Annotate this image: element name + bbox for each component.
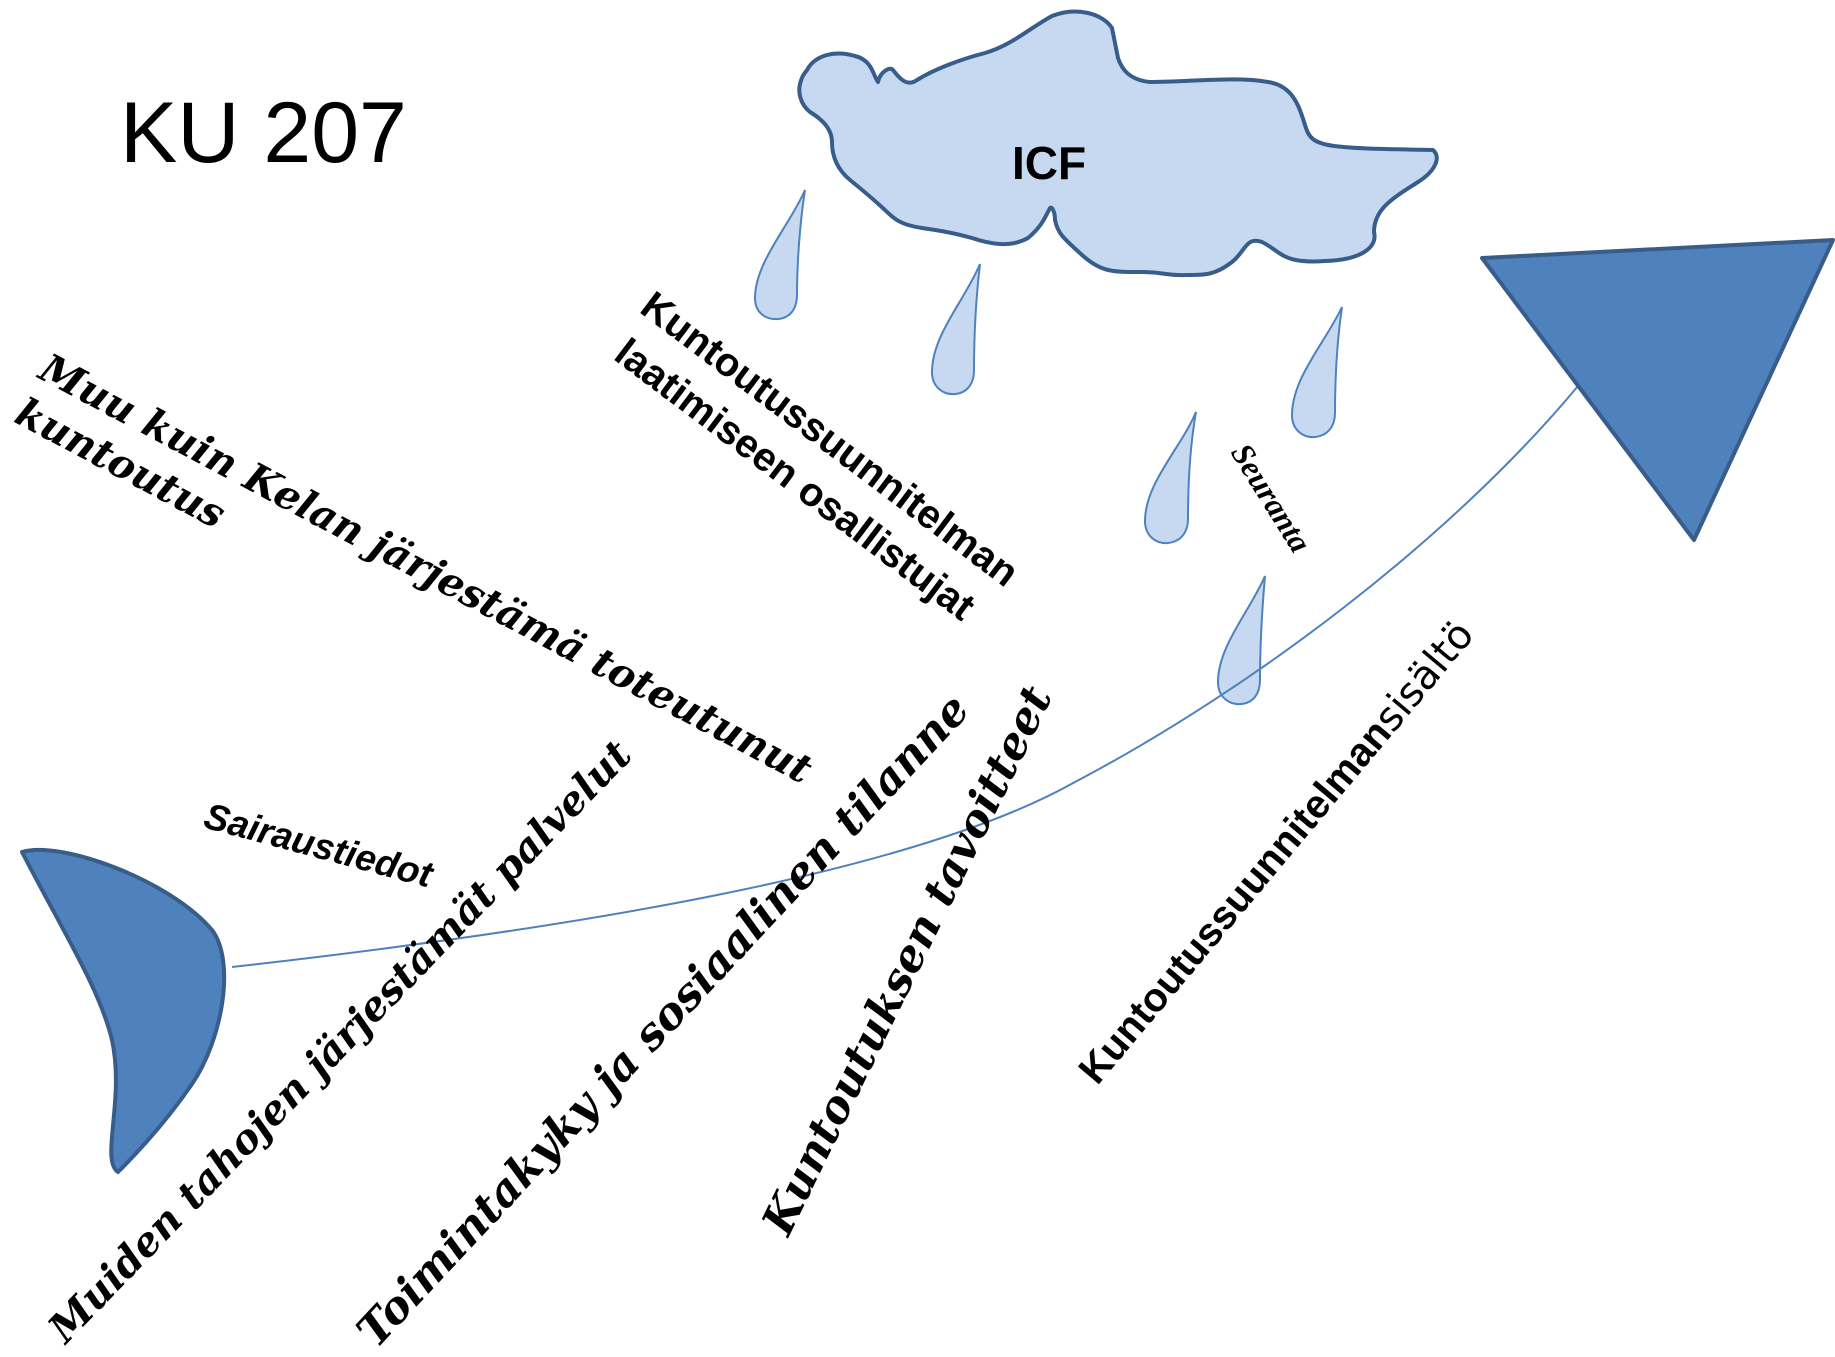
rain-drop [753, 189, 806, 321]
page-title: KU 207 [120, 85, 407, 181]
cloud-label: ICF [1012, 137, 1087, 189]
icf-cloud [797, 9, 1439, 278]
rain-drop [1290, 306, 1343, 439]
rain-drop [930, 263, 981, 396]
arrow-tail-shape [20, 847, 227, 1174]
arrow-line [231, 385, 1579, 968]
rain-drop [1216, 575, 1266, 706]
arrow-head-triangle [1480, 238, 1835, 542]
rain-drop [1143, 411, 1197, 545]
